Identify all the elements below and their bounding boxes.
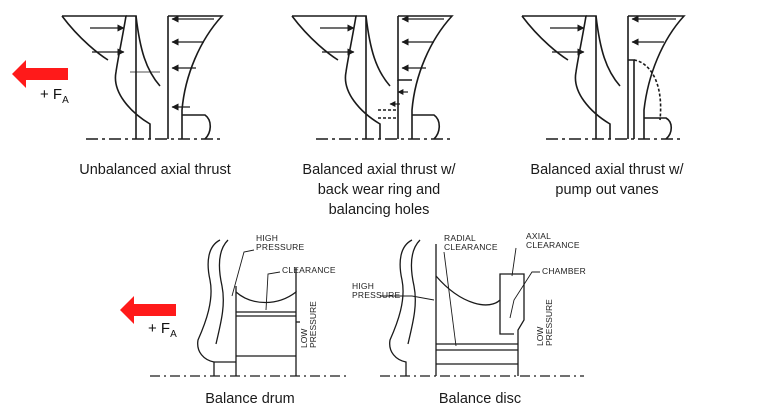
caption-pump-out: Balanced axial thrust w/ pump out vanes — [512, 160, 702, 200]
label-line: PRESSURE — [544, 299, 554, 346]
impeller-unbalanced-arrows — [90, 15, 214, 111]
caption-unbalanced: Unbalanced axial thrust — [70, 160, 240, 180]
force-prefix: + F — [148, 320, 171, 337]
caption-drum: Balance drum — [190, 389, 310, 409]
caption-line: Balance disc — [438, 391, 522, 407]
disc-high-pressure-label: HIGH PRESSURE — [352, 282, 400, 300]
impeller-pump-out-arrows — [550, 15, 676, 56]
disc-low-pressure-label: LOW PRESSURE — [535, 299, 554, 346]
disc-axial-clearance-label: AXIAL CLEARANCE — [526, 232, 580, 250]
drum-low-pressure-label: LOW PRESSURE — [299, 301, 318, 348]
thrust-arrow-top — [12, 60, 68, 88]
caption-disc: Balance disc — [420, 389, 540, 409]
caption-line: balancing holes — [328, 202, 430, 218]
disc-radial-clearance-label: RADIAL CLEARANCE — [444, 234, 498, 252]
force-subscript: A — [170, 329, 177, 340]
caption-line: Balanced axial thrust w/ — [530, 162, 684, 178]
label-line: CLEARANCE — [282, 265, 336, 275]
balance-drum-drawing — [150, 239, 350, 377]
label-line: PRESSURE — [256, 242, 305, 252]
label-line: PRESSURE — [308, 301, 318, 348]
caption-line: Balanced axial thrust w/ — [302, 162, 456, 178]
label-line: AXIAL — [526, 231, 552, 241]
label-line: HIGH — [256, 233, 279, 243]
caption-line: Balance drum — [205, 391, 295, 407]
label-line: CLEARANCE — [444, 242, 498, 252]
caption-line: pump out vanes — [555, 182, 659, 198]
balance-disc-drawing — [380, 239, 584, 377]
force-label-bottom: + FA — [148, 320, 177, 340]
drum-high-pressure-label: HIGH PRESSURE — [256, 234, 304, 252]
balance-disc-leaders — [380, 247, 540, 347]
label-line: HIGH — [352, 281, 375, 291]
caption-wear-ring: Balanced axial thrust w/ back wear ring … — [284, 160, 474, 220]
force-prefix: + F — [40, 86, 63, 103]
drum-clearance-label: CLEARANCE — [282, 266, 336, 275]
caption-line: Unbalanced axial thrust — [79, 162, 231, 178]
force-subscript: A — [62, 95, 69, 106]
disc-chamber-label: CHAMBER — [542, 267, 586, 276]
force-label-top: + FA — [40, 86, 69, 106]
impeller-wear-ring — [291, 15, 454, 140]
label-line: PRESSURE — [352, 290, 401, 300]
label-line: CLEARANCE — [526, 240, 580, 250]
label-line: RADIAL — [444, 233, 476, 243]
balance-drum-leaders — [231, 249, 281, 311]
impeller-unbalanced — [61, 15, 224, 140]
label-line: CHAMBER — [542, 266, 586, 276]
caption-line: back wear ring and — [317, 182, 441, 198]
impeller-pump-out — [521, 15, 686, 140]
impeller-wear-ring-arrows — [320, 15, 444, 107]
thrust-arrow-bottom — [120, 296, 176, 324]
